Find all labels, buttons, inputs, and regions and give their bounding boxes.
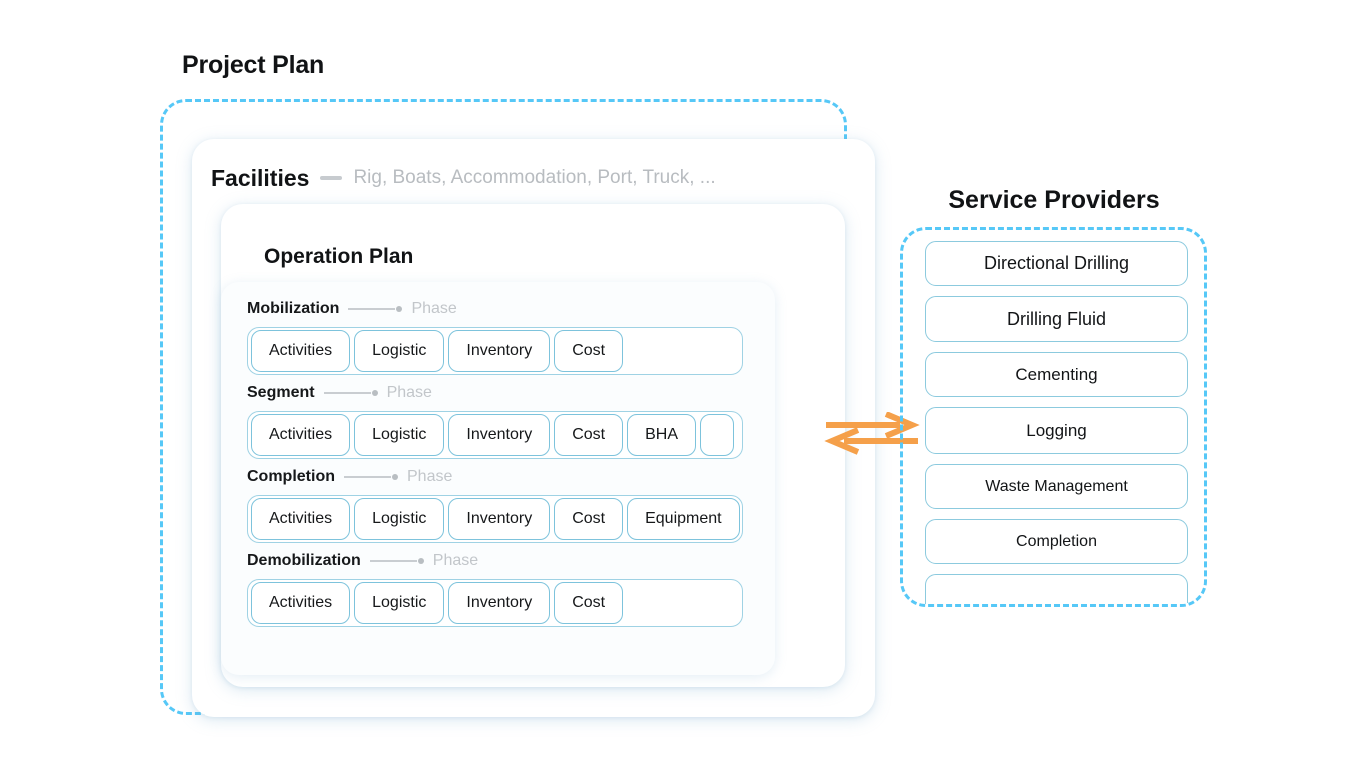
facilities-connector-icon — [320, 176, 343, 180]
phase-sub-label: Phase — [432, 551, 479, 569]
phase-header: Mobilization Phase — [247, 296, 775, 322]
phase-chip[interactable]: Logistic — [354, 581, 445, 624]
project-plan-dashed-container: Facilities Rig, Boats, Accommodation, Po… — [160, 98, 875, 717]
phase-chip[interactable]: BHA — [627, 413, 696, 456]
project-plan-block: Project Plan Facilities Rig, Boats, Acco… — [160, 51, 875, 717]
phase-name: Demobilization — [247, 551, 361, 569]
phase-connector-icon — [348, 305, 403, 312]
facilities-header: Facilities Rig, Boats, Accommodation, Po… — [211, 165, 716, 192]
service-provider-item[interactable]: Cementing — [925, 352, 1188, 397]
service-provider-item[interactable]: Logging — [925, 407, 1188, 454]
service-provider-item[interactable]: Completion — [925, 519, 1188, 564]
phase-header: Demobilization Phase — [247, 548, 775, 574]
phase-chip[interactable]: Cost — [554, 581, 624, 624]
facilities-label: Facilities — [211, 164, 310, 191]
service-provider-item[interactable] — [925, 574, 1188, 604]
phase-chip[interactable]: Activities — [251, 413, 351, 456]
arrow-left-icon — [824, 427, 918, 455]
phase-name: Completion — [247, 467, 335, 485]
phase-chip[interactable]: Logistic — [354, 413, 445, 456]
phase-header: Completion Phase — [247, 464, 775, 490]
facilities-examples: Rig, Boats, Accommodation, Port, Truck, … — [353, 167, 716, 188]
operation-plan-title: Operation Plan — [264, 244, 414, 268]
phase-chip-overflow[interactable] — [700, 413, 734, 456]
service-providers-title: Service Providers — [948, 186, 1160, 214]
phase-chip[interactable]: Activities — [251, 329, 351, 372]
arrow-right-icon — [826, 411, 920, 439]
facilities-card: Facilities Rig, Boats, Accommodation, Po… — [192, 138, 875, 717]
exchange-arrows — [824, 411, 920, 456]
phase-chip[interactable]: Logistic — [354, 329, 445, 372]
service-provider-item[interactable]: Waste Management — [925, 464, 1188, 509]
phase-connector-icon — [344, 473, 398, 480]
phase-chip[interactable]: Inventory — [448, 413, 551, 456]
phase-chip[interactable]: Inventory — [448, 581, 551, 624]
phase-chip[interactable]: Logistic — [354, 497, 445, 540]
phase-sub-label: Phase — [407, 467, 453, 485]
phase-chip[interactable]: Cost — [554, 413, 624, 456]
phase-chip[interactable]: Inventory — [448, 329, 551, 372]
phase-name: Segment — [247, 383, 315, 401]
phase-chip[interactable]: Inventory — [448, 497, 551, 540]
phase-name: Mobilization — [247, 299, 340, 317]
phase-chip[interactable]: Cost — [554, 497, 624, 540]
project-plan-title: Project Plan — [182, 51, 325, 79]
phase-chip[interactable]: Equipment — [627, 497, 740, 540]
phase-header: Segment Phase — [247, 380, 775, 406]
phase-sub-label: Phase — [411, 299, 457, 317]
phase-chip[interactable]: Activities — [251, 497, 351, 540]
phase-chip[interactable]: Cost — [554, 329, 624, 372]
service-provider-item[interactable]: Drilling Fluid — [925, 296, 1188, 342]
service-provider-item[interactable]: Directional Drilling — [925, 241, 1188, 286]
phase-sub-label: Phase — [386, 383, 432, 401]
phase-chip[interactable]: Activities — [251, 581, 351, 624]
phase-connector-icon — [369, 557, 424, 564]
phase-connector-icon — [323, 389, 378, 396]
